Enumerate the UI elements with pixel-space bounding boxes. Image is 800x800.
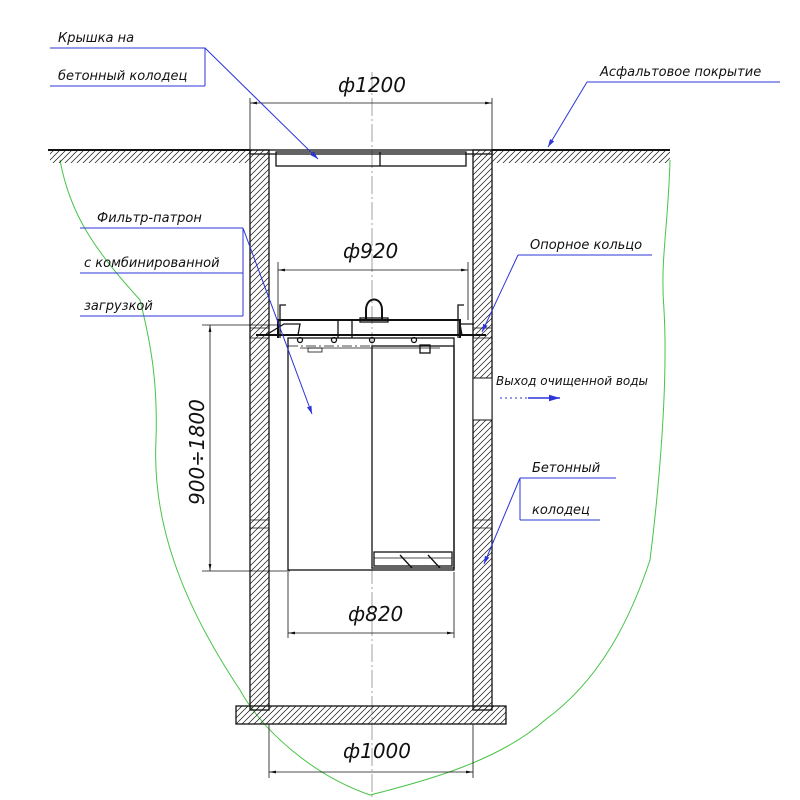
filter-leader: [80, 227, 313, 415]
dim-d820: ф820: [348, 602, 403, 626]
soil-boundary-line: [59, 159, 671, 796]
label-outlet: Выход очищенной воды: [496, 374, 648, 388]
label-lid-line1: Крышка на: [58, 31, 134, 46]
well-leader: [483, 477, 616, 565]
label-well-line2: колодец: [532, 503, 590, 518]
support-ring: [256, 323, 486, 336]
dimension-height: [202, 324, 290, 572]
ground-surface: [48, 149, 670, 163]
well-lid: [249, 149, 493, 167]
asphalt-leader: [547, 81, 780, 148]
dimension-d820: [287, 572, 455, 638]
dim-d1000: ф1000: [343, 739, 411, 763]
dim-d920: ф920: [343, 239, 398, 263]
label-lid-line2: бетонный колодец: [58, 69, 187, 84]
concrete-well-walls: [249, 149, 493, 711]
dimension-d920: [277, 262, 469, 320]
filter-top-frame: [277, 298, 464, 338]
dim-d1200: ф1200: [338, 73, 406, 97]
dimension-d1200: [249, 98, 493, 150]
well-base-slab: [235, 705, 507, 725]
label-filter-line3: загрузкой: [84, 299, 153, 314]
filter-cartridge: [287, 336, 455, 571]
label-support-ring: Опорное кольцо: [530, 238, 642, 253]
dimension-d1000: [268, 724, 474, 778]
support-ring-leader: [481, 254, 652, 333]
label-asphalt: Асфальтовое покрытие: [599, 65, 761, 80]
lid-leader: [50, 47, 319, 160]
label-well-line1: Бетонный: [532, 461, 600, 476]
dim-height: 900÷1800: [185, 399, 209, 505]
label-filter-line2: с комбинированной: [84, 256, 220, 271]
label-filter-line1: Фильтр-патрон: [97, 211, 202, 226]
